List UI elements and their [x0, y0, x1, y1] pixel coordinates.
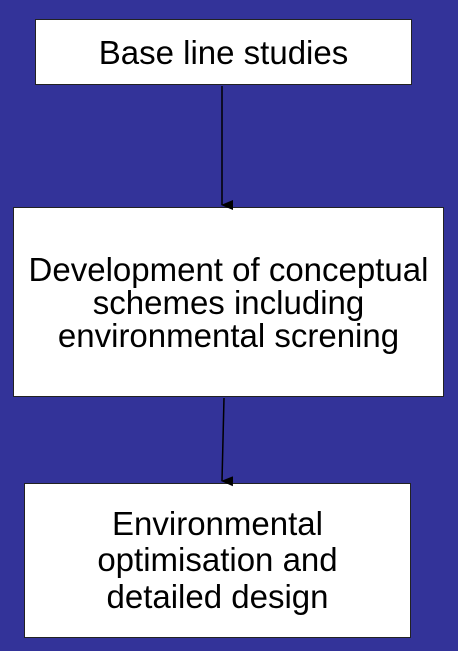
- step-label: Base line studies: [98, 33, 349, 71]
- step-conceptual-schemes: Development of conceptual schemes includ…: [13, 207, 444, 397]
- step-label: Environmental optimisation and detailed …: [97, 505, 338, 615]
- arrow-2-to-3: [221, 397, 234, 487]
- step-base-line-studies: Base line studies: [35, 19, 412, 85]
- step-label: Development of conceptual schemes includ…: [28, 250, 429, 354]
- step-environmental-optimisation: Environmental optimisation and detailed …: [24, 483, 411, 638]
